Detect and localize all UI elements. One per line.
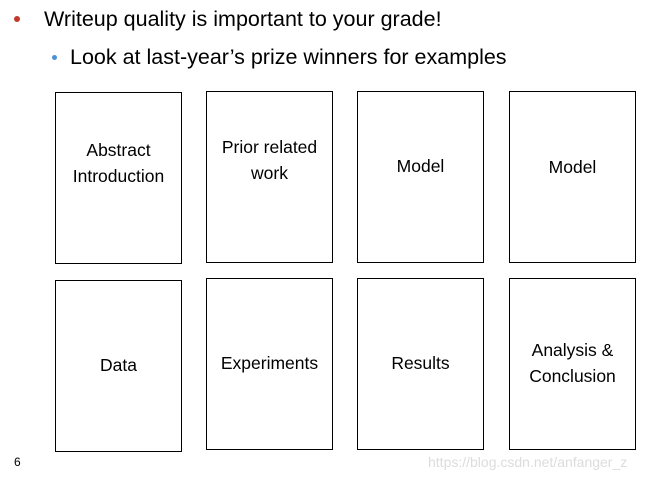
sub-bullet-dot-icon (52, 54, 57, 60)
section-box-experiments: Experiments (206, 278, 333, 450)
section-box-label: Results (391, 353, 450, 373)
section-box-label: Prior related work (221, 137, 318, 183)
section-box-data: Data (55, 280, 182, 452)
section-box-prior-related-work: Prior related work (206, 91, 333, 263)
section-box-label: Model (396, 156, 445, 176)
section-box-label: Model (548, 157, 597, 177)
watermark-text: https://blog.csdn.net/anfanger_z (428, 454, 628, 470)
bullet-dot-icon (14, 16, 20, 22)
sub-bullet-item-prize-winners: Look at last-year’s prize winners for ex… (52, 42, 507, 72)
bullet-text: Writeup quality is important to your gra… (44, 6, 442, 31)
section-box-results: Results (357, 278, 484, 450)
section-box-model-1: Model (357, 91, 484, 263)
sub-bullet-text: Look at last-year’s prize winners for ex… (70, 44, 507, 69)
section-box-label: Abstract Introduction (72, 140, 165, 186)
page-number: 6 (14, 455, 21, 469)
section-box-analysis-conclusion: Analysis & Conclusion (509, 278, 636, 450)
section-box-label: Experiments (220, 353, 319, 373)
section-box-model-2: Model (509, 91, 636, 263)
section-box-label: Data (100, 355, 137, 375)
bullet-item-writeup-quality: Writeup quality is important to your gra… (14, 4, 442, 34)
section-box-abstract-introduction: Abstract Introduction (55, 92, 182, 264)
section-box-label: Analysis & Conclusion (529, 340, 616, 386)
